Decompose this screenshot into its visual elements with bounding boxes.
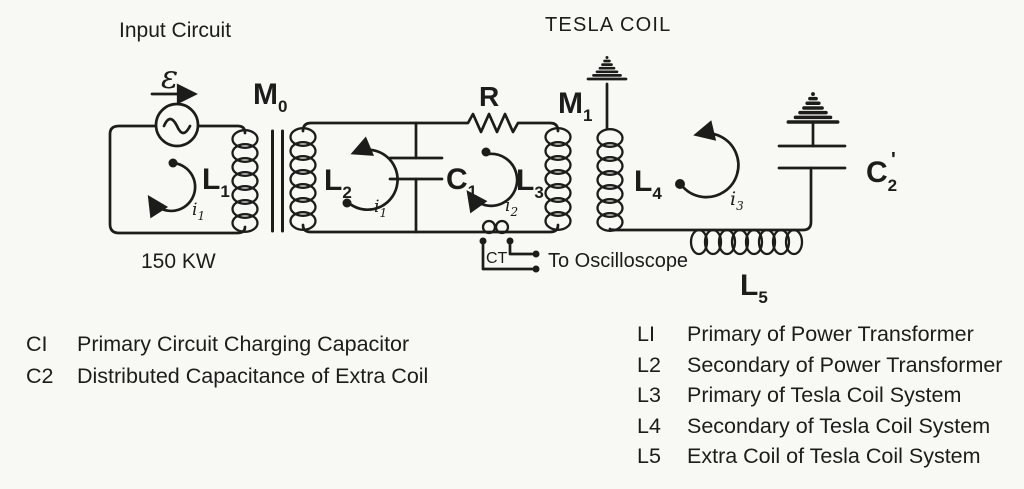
legend-key: L5 [637,444,661,468]
legend-right: LI Primary of Power Transformer L2 Secon… [637,322,1002,468]
label-C2-prime-mark: ' [891,149,896,171]
legend-desc: Primary of Tesla Coil System [687,383,961,407]
legend-row: L4 Secondary of Tesla Coil System [637,414,990,438]
legend-key: L4 [637,414,661,438]
ct-pickup: CT To Oscilloscope [479,219,688,273]
legend-key: C2 [26,364,53,388]
sine-wave-icon [162,117,192,135]
terminal-dot [506,237,514,245]
emf-label: ε [161,58,178,96]
coil-L4 [596,128,624,232]
legend-row: L3 Primary of Tesla Coil System [637,383,961,407]
wire-bottom [301,223,560,234]
legend-key: L2 [637,353,661,377]
wire-top-with-resistor [301,112,560,134]
terminal-dot [532,265,540,273]
label-i3: i3 [730,188,744,213]
current-arrow-i1-primary [348,136,399,212]
label-R: R [479,81,499,112]
legend-left: CI Primary Circuit Charging Capacitor C2… [26,332,428,388]
discharge-terminal-icon [786,90,840,124]
coil-L5 [689,228,804,256]
legend-desc: Extra Coil of Tesla Coil System [687,444,981,468]
label-i1-primary: i1 [374,197,387,220]
coil-L3 [544,127,572,231]
legend-row: C2 Distributed Capacitance of Extra Coil [26,364,428,388]
label-L5: L5 [740,269,768,307]
input-circuit-title: Input Circuit [119,19,231,42]
coil-L1 [231,129,259,233]
label-L1: L1 [202,163,230,201]
oscilloscope-note: To Oscilloscope [548,250,688,272]
ct-lead [508,242,534,256]
power-transformer-core: M0 [253,78,287,233]
current-arrow-i2 [466,152,519,214]
current-arrow-i3 [681,120,740,199]
legend-desc: Secondary of Tesla Coil System [687,414,990,438]
input-circuit-loop: ε L1 i1 150 KW [108,58,259,273]
legend-key: CI [26,332,48,356]
label-C2-prime: C2 [866,156,897,195]
label-C1: C1 [446,163,477,201]
terminal-dot [532,250,540,258]
label-i1-input: i1 [192,200,205,223]
terminal-dot [479,237,487,245]
wire [108,124,247,235]
label-L2: L2 [324,164,352,202]
coil-L2 [289,127,317,231]
legend-key: LI [637,322,655,346]
current-arrow-i1-input [147,161,197,219]
wire [196,124,247,135]
legend-row: L2 Secondary of Power Transformer [637,353,1002,377]
label-ct: CT [486,250,508,267]
wire-bottom [608,166,813,232]
legend-row: LI Primary of Power Transformer [637,322,974,346]
label-M1: M1 [558,87,592,125]
label-i2: i2 [505,196,518,219]
ct-lead [481,242,534,271]
ct-coil-loop [494,219,510,235]
tesla-secondary: M1 L4 i3 L5 C2 ' [558,54,897,307]
label-L4: L4 [634,165,662,203]
legend-row: CI Primary Circuit Charging Capacitor [26,332,409,356]
power-rating-label: 150 KW [141,250,216,273]
legend-desc: Distributed Capacitance of Extra Coil [77,364,428,388]
discharge-terminal-icon [586,54,628,81]
capacitor-C2-prime [777,90,847,170]
current-dot [342,198,352,208]
label-M0: M0 [253,78,287,116]
tesla-coil-title: TESLA COIL [545,14,672,36]
legend-row: L5 Extra Coil of Tesla Coil System [637,444,981,468]
legend-desc: Secondary of Power Transformer [687,353,1002,377]
legend-key: L3 [637,383,661,407]
legend-desc: Primary Circuit Charging Capacitor [77,332,409,356]
label-L3: L3 [516,164,544,202]
primary-loop: L2 C1 R i1 i2 L3 [289,81,572,234]
legend-desc: Primary of Power Transformer [687,322,974,346]
